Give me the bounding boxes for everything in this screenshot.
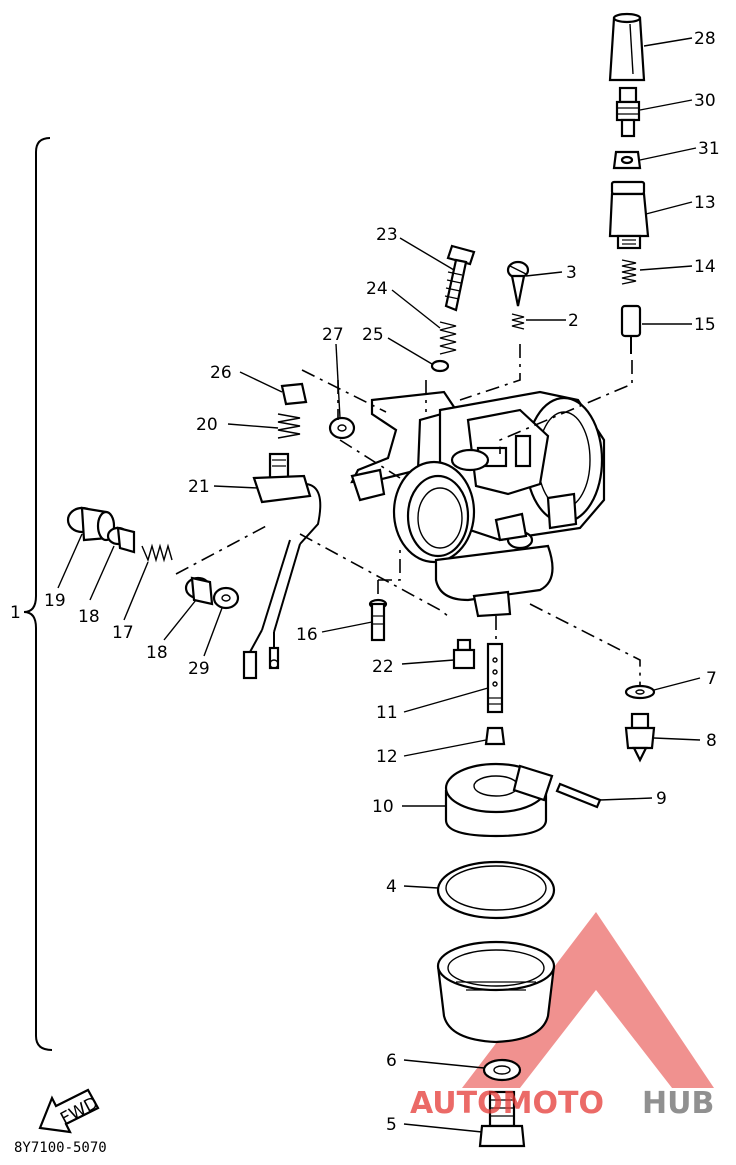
label-25: 25: [362, 325, 384, 345]
label-16: 16: [296, 625, 318, 645]
label-20: 20: [196, 415, 218, 435]
spring-20: [277, 413, 301, 439]
washer-25: [430, 359, 450, 373]
label-19: 19: [44, 591, 66, 611]
spring-24: [439, 321, 457, 355]
label-12: 12: [376, 747, 398, 767]
watermark-text-right: HUB: [642, 1086, 714, 1121]
label-9: 9: [656, 789, 667, 809]
label-10: 10: [372, 797, 394, 817]
jet-22: [452, 638, 476, 670]
float-bowl: [436, 940, 556, 1044]
label-23: 23: [376, 225, 398, 245]
label-1: 1: [10, 603, 21, 623]
label-30: 30: [694, 91, 716, 111]
label-24: 24: [366, 279, 388, 299]
top-cover-13: [608, 180, 650, 250]
label-18-lower: 18: [146, 643, 168, 663]
watermark-logo: [462, 912, 714, 1088]
cap-28: [608, 12, 646, 82]
label-17: 17: [112, 623, 134, 643]
label-26: 26: [210, 363, 232, 383]
label-3: 3: [566, 263, 577, 283]
seat-18-lower: [184, 576, 214, 606]
cap-26: [280, 382, 308, 406]
part-labels: 28 30 31 13 14 15 23 3 24 2 27 25 26 20 …: [10, 29, 720, 1135]
label-31: 31: [698, 139, 720, 159]
label-27: 27: [322, 325, 344, 345]
needle-jet-11: [486, 642, 504, 714]
washer-27: [328, 416, 356, 440]
seat-18-upper: [106, 526, 136, 554]
watermark-text: AUTOMOTO HUB: [410, 1086, 714, 1121]
label-21: 21: [188, 477, 210, 497]
label-22: 22: [372, 657, 394, 677]
label-8: 8: [706, 731, 717, 751]
washer-7: [624, 684, 656, 700]
front-arrow: FWD: [38, 1088, 102, 1134]
part-code: 8Y7100-5070: [14, 1140, 107, 1156]
o-ring-4: [436, 860, 556, 920]
label-5: 5: [386, 1115, 397, 1135]
label-4: 4: [386, 877, 397, 897]
screw-3: [506, 260, 530, 307]
main-jet-12: [484, 726, 506, 746]
label-18-upper: 18: [78, 607, 100, 627]
spring-2: [511, 313, 525, 330]
leader-lines: [57, 37, 701, 1133]
drain-plug-5: [478, 1090, 526, 1148]
cover-19: [66, 506, 116, 542]
washer-29: [212, 586, 240, 610]
float-10: [444, 762, 554, 838]
needle-valve-8: [624, 712, 656, 763]
spring-14: [621, 259, 637, 285]
gasket-6: [482, 1058, 522, 1082]
label-29: 29: [188, 659, 210, 679]
pilot-screw-23: [444, 244, 476, 312]
starter-plunger-21: [242, 452, 322, 680]
cable-adjuster-30: [615, 86, 641, 138]
label-14: 14: [694, 257, 716, 277]
nut-31: [612, 150, 642, 170]
label-15: 15: [694, 315, 716, 335]
throttle-valve-15: [620, 304, 642, 354]
watermark-text-left: AUTOMOTO: [410, 1086, 604, 1121]
label-11: 11: [376, 703, 398, 723]
label-7: 7: [706, 669, 717, 689]
label-2: 2: [568, 311, 579, 331]
label-6: 6: [386, 1051, 397, 1071]
label-28: 28: [694, 29, 716, 49]
pin-9: [555, 782, 602, 809]
assembly-bracket: [23, 137, 53, 1051]
label-13: 13: [694, 193, 716, 213]
spring-17: [141, 543, 173, 563]
carburetor-body: [350, 390, 606, 618]
plug-16: [368, 598, 388, 642]
